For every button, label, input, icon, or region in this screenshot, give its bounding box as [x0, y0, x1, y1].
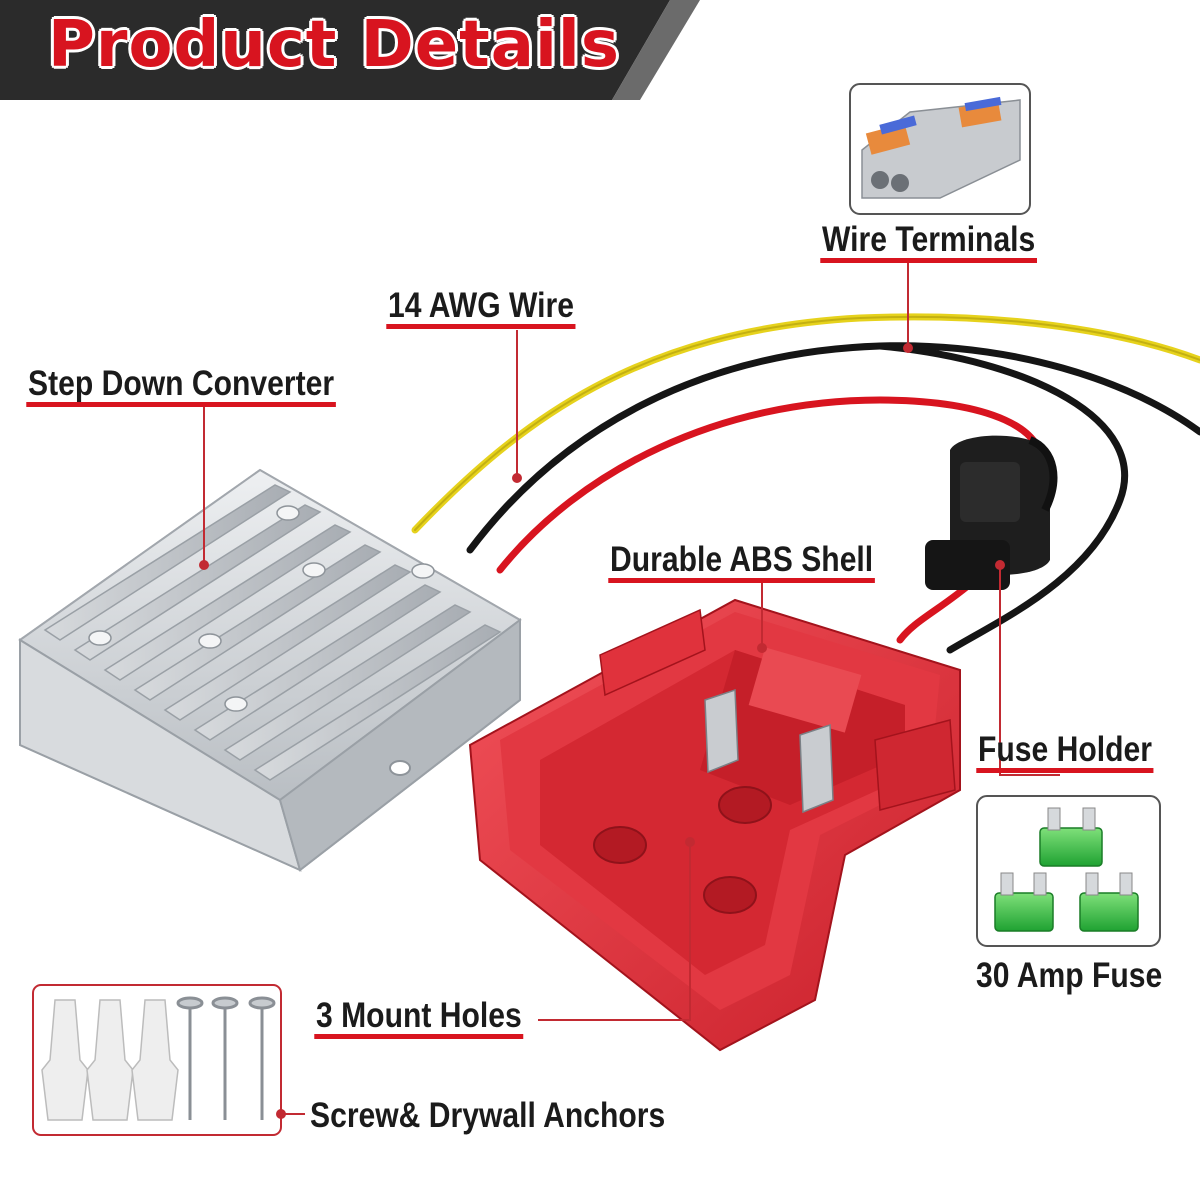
fuse-label: 30 Amp Fuse: [976, 956, 1163, 995]
mount-holes-label: 3 Mount Holes: [314, 998, 524, 1039]
header-banner: Product Details: [0, 0, 660, 100]
fuse-holder-label: Fuse Holder: [976, 732, 1154, 773]
fuse-inset: [976, 795, 1161, 947]
wire-terminal-inset: [849, 83, 1031, 215]
page-title: Product Details: [48, 8, 620, 82]
fuse-holder: [925, 435, 1058, 590]
step-down-converter: [18, 468, 522, 872]
awg-wire-label: 14 AWG Wire: [386, 288, 576, 329]
wires: [411, 313, 1200, 654]
step-down-converter-label: Step Down Converter: [26, 366, 336, 407]
abs-shell: [468, 598, 961, 1052]
screws-anchors-label: Screw& Drywall Anchors: [310, 1096, 666, 1135]
abs-shell-label: Durable ABS Shell: [608, 542, 875, 583]
wire-terminals-label: Wire Terminals: [820, 222, 1038, 263]
leader-lines: [199, 262, 1060, 1119]
title-banner: [0, 0, 700, 100]
hardware-inset: [32, 984, 282, 1136]
